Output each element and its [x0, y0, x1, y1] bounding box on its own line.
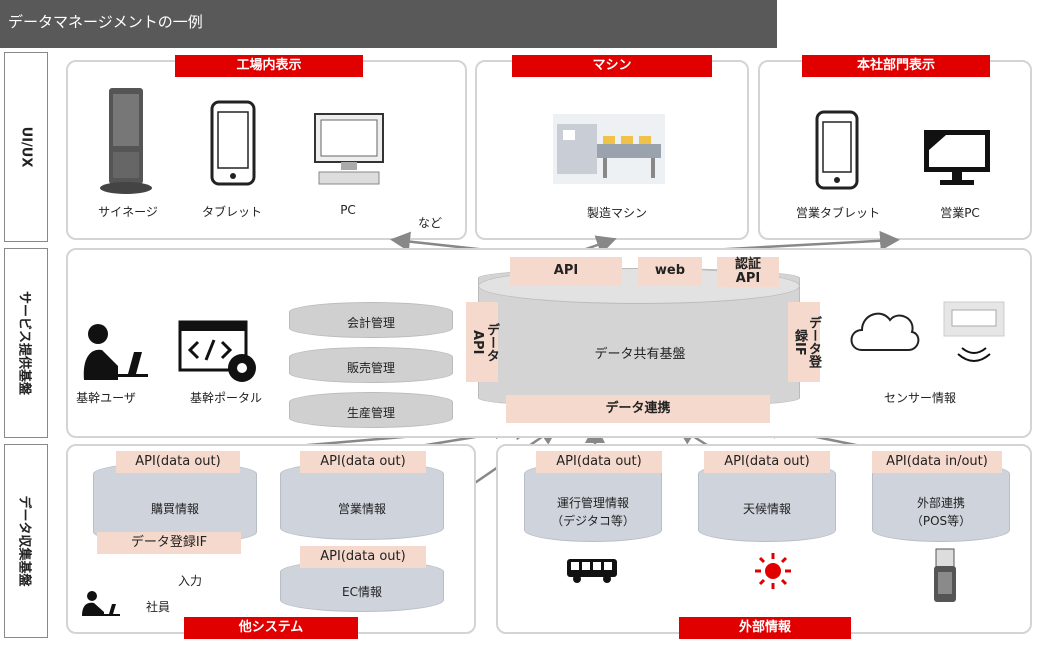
- weather-cylinder: [698, 462, 836, 542]
- core-label: データ共有基盤: [594, 347, 686, 362]
- factory-machine-icon: [553, 114, 665, 184]
- cloud-icon: [850, 312, 920, 351]
- staff-label: 社員: [145, 600, 170, 614]
- external-sub-label: （POS等）: [910, 514, 972, 528]
- operation-label: 運行管理情報: [556, 496, 629, 510]
- hq-tag: 本社部門表示: [802, 55, 990, 77]
- auth-api-box: 認証 API: [717, 257, 779, 287]
- sales-mgmt-cylinder: 販売管理: [289, 347, 453, 383]
- staff-icon: [82, 591, 120, 616]
- sales-pc-icon: [924, 130, 990, 185]
- user-at-pc-icon: [83, 324, 148, 380]
- ec-api-box: API(data out): [300, 546, 426, 568]
- row-label-service: サービス提供基盤: [4, 248, 48, 438]
- other-systems-tag: 他システム: [184, 617, 358, 639]
- sales-cylinder: [280, 462, 444, 540]
- external-api-box: API(data in/out): [872, 451, 1002, 473]
- production-cylinder: 生産管理: [289, 392, 453, 428]
- web-box: web: [638, 257, 702, 285]
- machine-label: 製造マシン: [586, 206, 647, 220]
- external-info-tag: 外部情報: [679, 617, 851, 639]
- etc-label: など: [417, 216, 442, 230]
- data-register-if-box: データ登 録IF: [788, 302, 821, 382]
- input-label: 入力: [177, 574, 202, 588]
- accounting-cylinder: 会計管理: [289, 302, 453, 338]
- sales-api-box: API(data out): [300, 451, 426, 473]
- api-box: API: [510, 257, 622, 285]
- tablet-icon: [210, 100, 256, 186]
- purchase-api-box: API(data out): [116, 451, 240, 473]
- operation-sub-label: （デジタコ等）: [551, 514, 635, 528]
- external-label: 外部連携: [916, 496, 965, 510]
- weather-label: 天候情報: [742, 502, 791, 516]
- sun-icon: [755, 553, 791, 589]
- signage-label: サイネージ: [98, 205, 158, 219]
- tablet-label: タブレット: [201, 205, 262, 219]
- pc-label: PC: [340, 203, 356, 217]
- purchase-if-box: データ登録IF: [97, 532, 241, 554]
- purchase-label: 購買情報: [150, 502, 199, 516]
- data-api-box: データ API: [466, 302, 499, 382]
- ec-label: EC情報: [342, 585, 382, 599]
- operation-cylinder: [524, 462, 662, 542]
- sales-pc-label: 営業PC: [940, 206, 980, 220]
- bus-icon: [567, 559, 617, 583]
- factory-tag: 工場内表示: [175, 55, 363, 77]
- pc-icon: [314, 113, 384, 185]
- pos-scanner-icon: [934, 548, 956, 602]
- sales-tablet-label: 営業タブレット: [795, 206, 880, 220]
- row-label-uiux: UI/UX: [4, 52, 48, 242]
- sensor-label: センサー情報: [883, 391, 956, 405]
- sensor-icon: [943, 301, 1005, 362]
- sales-tablet-icon: [815, 110, 859, 190]
- ec-cylinder: [280, 560, 444, 612]
- core-portal-label: 基幹ポータル: [189, 391, 262, 405]
- data-link-box: データ連携: [506, 395, 770, 423]
- core-user-label: 基幹ユーザ: [76, 391, 136, 405]
- signage-icon: [100, 88, 152, 194]
- portal-code-icon: [178, 320, 256, 382]
- operation-api-box: API(data out): [536, 451, 662, 473]
- machine-tag: マシン: [512, 55, 712, 77]
- weather-api-box: API(data out): [704, 451, 830, 473]
- page-title: データマネージメントの一例: [0, 0, 777, 48]
- sales-label: 営業情報: [337, 502, 386, 516]
- row-label-collect: データ収集基盤: [4, 444, 48, 638]
- external-cylinder: [872, 462, 1010, 542]
